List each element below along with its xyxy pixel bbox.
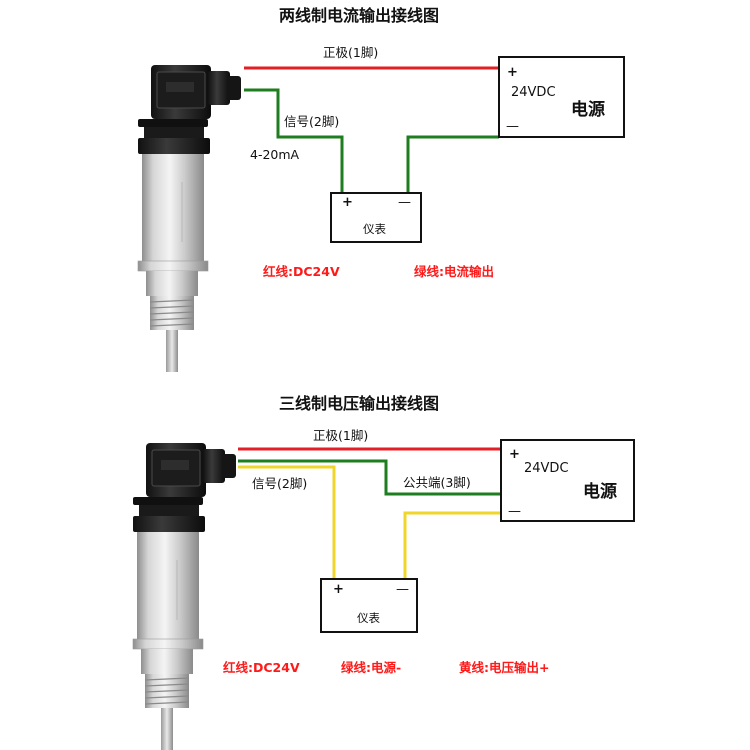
d1-power-minus-sign: —	[506, 119, 519, 134]
d1-power-voltage: 24VDC	[511, 85, 556, 100]
d1-green-signal-wire	[244, 88, 344, 197]
d2-positive-wire-label: 正极(1脚)	[313, 428, 369, 443]
d2-legend-yellow: 黄线:电压输出+	[459, 660, 550, 675]
power-supply-box-2	[500, 439, 635, 522]
d1-power-plus-sign: +	[507, 65, 518, 80]
d1-legend-red: 红线:DC24V	[263, 264, 340, 279]
d2-legend-red: 红线:DC24V	[223, 660, 300, 675]
d2-power-minus-sign: —	[508, 504, 521, 519]
diagram1-title: 两线制电流输出接线图	[279, 6, 440, 25]
d1-power-name: 电源	[571, 100, 605, 120]
d2-signal-wire-label: 信号(2脚)	[252, 476, 308, 491]
d1-current-range-label: 4-20mA	[250, 147, 300, 162]
transmitter-2-illustration	[132, 442, 237, 750]
d2-meter-plus-sign: +	[333, 582, 344, 597]
meter-box-2	[320, 578, 418, 633]
d2-legend-green: 绿线:电源-	[341, 660, 402, 675]
d1-legend-green: 绿线:电流输出	[414, 264, 494, 279]
diagram2-title: 三线制电压输出接线图	[279, 394, 440, 413]
d2-power-plus-sign: +	[509, 447, 520, 462]
power-supply-box-1	[498, 56, 625, 138]
d2-meter-minus-sign: —	[396, 582, 409, 597]
d2-power-voltage: 24VDC	[524, 461, 569, 476]
d1-meter-name: 仪表	[363, 222, 386, 236]
d2-yellow-return-wire	[403, 511, 501, 582]
d2-meter-name: 仪表	[357, 611, 380, 625]
d1-meter-minus-sign: —	[398, 195, 411, 210]
transmitter-1-illustration	[137, 64, 242, 373]
d1-positive-wire-label: 正极(1脚)	[323, 45, 379, 60]
meter-box-1	[330, 192, 422, 243]
d2-yellow-signal-wire	[238, 465, 336, 582]
d2-green-common-wire	[238, 459, 501, 496]
d2-power-name: 电源	[583, 482, 617, 502]
d1-signal-wire-label: 信号(2脚)	[284, 114, 340, 129]
d2-common-wire-label: 公共端(3脚)	[403, 475, 471, 490]
d1-green-return-wire	[406, 135, 499, 197]
d1-meter-plus-sign: +	[342, 195, 353, 210]
